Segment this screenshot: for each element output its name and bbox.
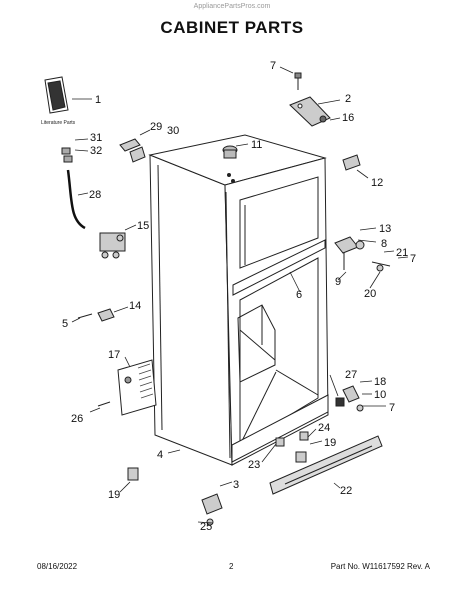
back-cover-icon bbox=[117, 359, 157, 416]
callout-9: 9 bbox=[335, 276, 341, 288]
bottom-hinge-icon bbox=[335, 385, 364, 412]
callout-15: 15 bbox=[137, 220, 149, 232]
callout-17: 17 bbox=[108, 349, 120, 361]
callout-20: 20 bbox=[364, 288, 376, 300]
callout-10: 10 bbox=[374, 389, 386, 401]
divider-mullion bbox=[232, 239, 326, 296]
callout-2: 2 bbox=[345, 93, 351, 105]
callout-19a: 19 bbox=[324, 437, 336, 449]
literature-parts-label: Literature Parts bbox=[41, 120, 76, 126]
hinge-bracket-icon bbox=[289, 96, 331, 127]
water-tube bbox=[66, 169, 86, 230]
callout-7a: 7 bbox=[270, 60, 276, 72]
toe-grille-icon bbox=[269, 435, 383, 495]
callout-4: 4 bbox=[157, 449, 163, 461]
clip-icon bbox=[127, 431, 309, 481]
upper-opening bbox=[239, 176, 319, 269]
callout-13: 13 bbox=[379, 223, 391, 235]
callout-25: 25 bbox=[200, 521, 212, 533]
callout-7b: 7 bbox=[410, 253, 416, 265]
mount-bracket-icon bbox=[77, 308, 115, 322]
lower-opening bbox=[239, 257, 319, 446]
callout-19b: 19 bbox=[108, 489, 120, 501]
clip-icon bbox=[342, 154, 361, 171]
lower-hinge-icon bbox=[201, 493, 223, 526]
callout-30: 30 bbox=[167, 125, 179, 137]
callout-1: 1 bbox=[95, 94, 101, 106]
callout-5: 5 bbox=[62, 318, 68, 330]
callout-12: 12 bbox=[371, 177, 383, 189]
callout-29: 29 bbox=[150, 121, 162, 133]
watermark-text: AppliancePartsPros.com bbox=[193, 3, 271, 10]
callout-16: 16 bbox=[342, 112, 354, 124]
knob-icon bbox=[222, 145, 238, 183]
page-title: CABINET PARTS bbox=[160, 18, 304, 37]
hinge-icon bbox=[119, 138, 146, 163]
callout-11: 11 bbox=[251, 139, 262, 151]
callout-31: 31 bbox=[90, 132, 102, 144]
callout-18: 18 bbox=[374, 376, 386, 388]
literature-pack-icon bbox=[44, 76, 69, 114]
leader-lines bbox=[71, 66, 409, 524]
callout-26: 26 bbox=[71, 413, 83, 425]
water-valve-icon bbox=[99, 232, 126, 259]
callout-27: 27 bbox=[345, 369, 357, 381]
callout-7c: 7 bbox=[389, 402, 395, 414]
callout-24: 24 bbox=[318, 422, 330, 434]
callout-3: 3 bbox=[233, 479, 239, 491]
callout-21: 21 bbox=[396, 247, 408, 259]
callout-28: 28 bbox=[89, 189, 101, 201]
cabinet-front bbox=[224, 157, 329, 466]
callout-23: 23 bbox=[248, 459, 260, 471]
center-hinge-icon bbox=[334, 236, 391, 272]
screw-icon bbox=[294, 72, 302, 90]
callout-8: 8 bbox=[381, 238, 387, 250]
callout-22: 22 bbox=[340, 485, 352, 497]
screw-icon bbox=[97, 401, 111, 407]
footer-part-info: Part No. W11617592 Rev. A bbox=[330, 562, 430, 571]
footer-page-number: 2 bbox=[229, 562, 234, 571]
callout-14: 14 bbox=[129, 300, 141, 312]
callout-6: 6 bbox=[296, 289, 302, 301]
footer-date: 08/16/2022 bbox=[37, 562, 78, 571]
valve-icon bbox=[61, 147, 73, 163]
callout-32: 32 bbox=[90, 145, 102, 157]
